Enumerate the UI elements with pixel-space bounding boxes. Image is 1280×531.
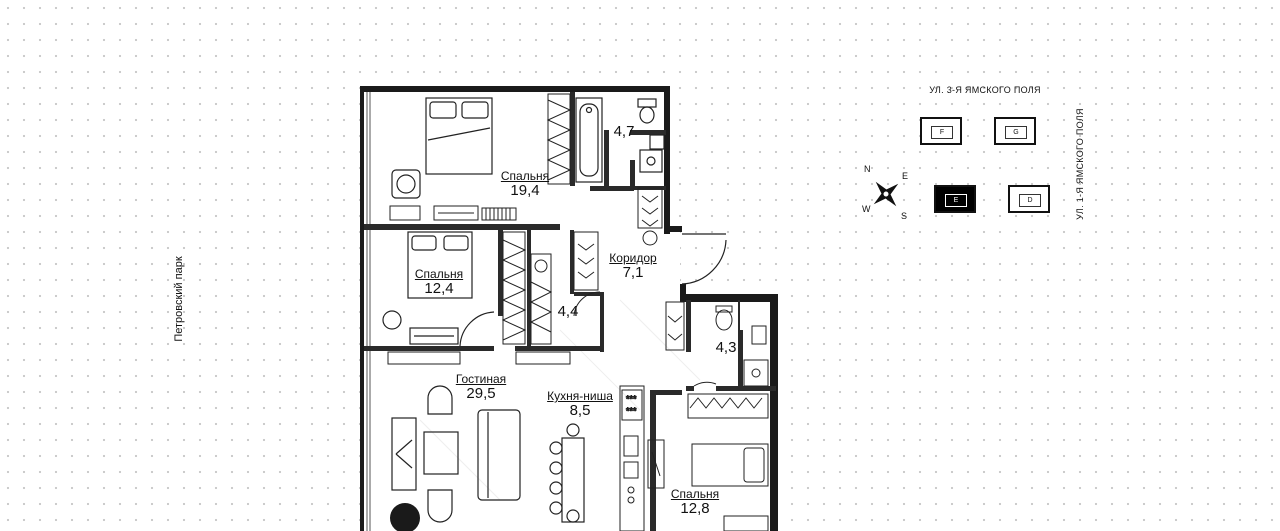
kitchen-units: *** *** [619,385,665,531]
compass-e: E [902,171,909,181]
room-label-kitchen: Кухня-ниша 8,5 [538,389,622,420]
interior-walls [364,92,776,531]
room-label-bedroom-3: Спальня 12,8 [660,487,730,518]
room-label-bedroom-2: Спальня 12,4 [404,267,474,298]
room-label-dressing: 4,4 [550,303,586,321]
room-label-living: Гостиная 29,5 [446,372,516,403]
bedroom-1-furniture [389,205,517,221]
room-label-wc: 4,3 [706,339,746,357]
room-area: 4,3 [715,339,737,356]
double-bed-2 [382,231,495,347]
svg-text:***: *** [626,394,637,404]
building-d: D [1008,185,1050,213]
room-name: Спальня [414,267,464,281]
room-area: 29,5 [466,385,496,403]
living-room-furniture [391,385,521,523]
round-table [390,503,420,531]
window-lines [366,92,371,531]
room-name: Кухня-ниша [547,389,613,403]
wardrobe [546,93,572,185]
compass-w: W [862,204,871,214]
room-area: 19,4 [510,182,540,200]
floor-hatch [419,299,701,501]
room-name: Гостиная [455,372,507,386]
street-label-top: УЛ. 3-Я ЯМСКОГО ПОЛЯ [929,85,1041,95]
room-name: Спальня [670,487,720,501]
bedroom-2-wardrobes [501,231,601,345]
toilet [637,98,665,173]
dining-table [549,423,585,523]
room-area: 12,4 [424,280,454,298]
compass-s: S [901,211,908,221]
room-label-bathroom: 4,7 [604,123,644,141]
wc-fixtures [665,301,769,387]
compass-n: N [864,164,871,174]
compass-icon [873,181,899,207]
entry-door [681,233,727,285]
building-letter: D [1019,194,1041,207]
building-letter: F [931,126,953,139]
building-e-selected: E [934,185,976,213]
room-name: Коридор [609,251,657,265]
floor-fill [364,86,777,531]
radiators [387,351,571,365]
bathtub [575,97,603,183]
room-name: Спальня [500,169,550,183]
room-area: 8,5 [569,402,591,420]
building-g: G [994,117,1036,145]
room-area: 7,1 [622,264,644,282]
exterior-walls [360,86,778,531]
building-letter: E [945,194,967,207]
building-letter: G [1005,126,1027,139]
street-label-right: УЛ. 1-Я ЯМСКОГО ПОЛЯ [1075,108,1085,220]
corridor-closet [637,187,663,246]
building-f: F [920,117,962,145]
room-label-corridor: Коридор 7,1 [600,251,666,282]
room-area: 4,7 [613,123,635,140]
double-bed-1 [391,97,493,199]
room-area: 12,8 [680,500,710,518]
room-label-bedroom-1: Спальня 19,4 [490,169,560,200]
bedroom-3-wardrobe [687,393,769,531]
svg-text:***: *** [626,406,637,416]
room-area: 4,4 [557,303,579,320]
